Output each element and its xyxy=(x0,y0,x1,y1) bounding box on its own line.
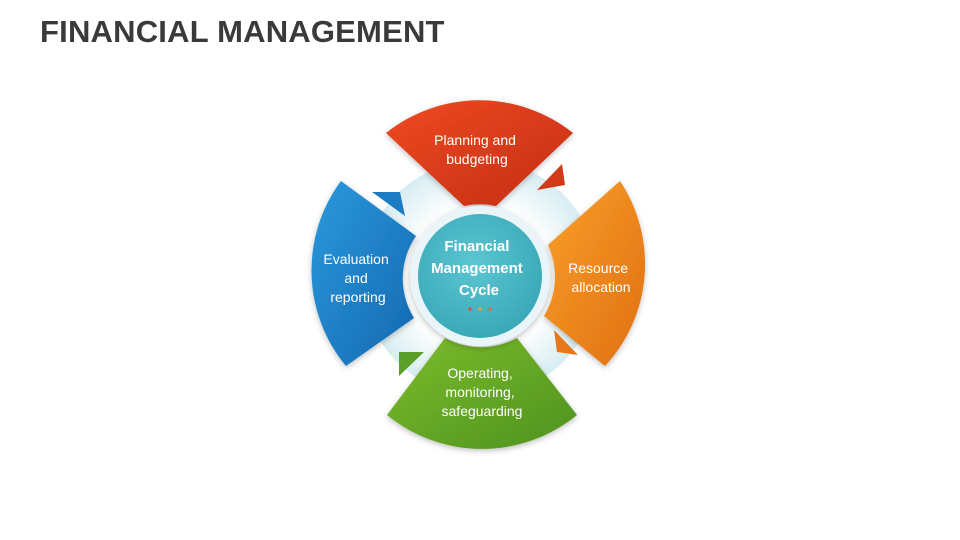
segment-label-right: Resource allocation xyxy=(568,260,632,295)
segment-label-top: Planning and budgeting xyxy=(434,132,520,167)
evaluation-and-reporting-segment xyxy=(311,181,416,366)
operating-monitoring-safeguarding-segment xyxy=(387,338,577,449)
planning-and-budgeting-segment xyxy=(386,100,573,206)
top-segment-fold xyxy=(537,164,565,190)
bottom-segment-fold xyxy=(399,352,424,376)
left-segment-fold xyxy=(372,192,405,216)
center-dot-2 xyxy=(478,307,482,311)
center-dot-3 xyxy=(488,307,492,311)
center-label: Financial Management Cycle xyxy=(431,238,527,299)
segment-label-bottom: Operating, monitoring, safeguarding xyxy=(442,365,523,419)
resource-allocation-segment xyxy=(544,181,646,366)
right-segment-fold xyxy=(554,330,578,355)
segment-label-left: Evaluation and reporting xyxy=(323,251,392,305)
center-dot-1 xyxy=(468,307,472,311)
slide-title: FINANCIAL MANAGEMENT xyxy=(40,14,445,49)
center-hub xyxy=(418,214,542,338)
